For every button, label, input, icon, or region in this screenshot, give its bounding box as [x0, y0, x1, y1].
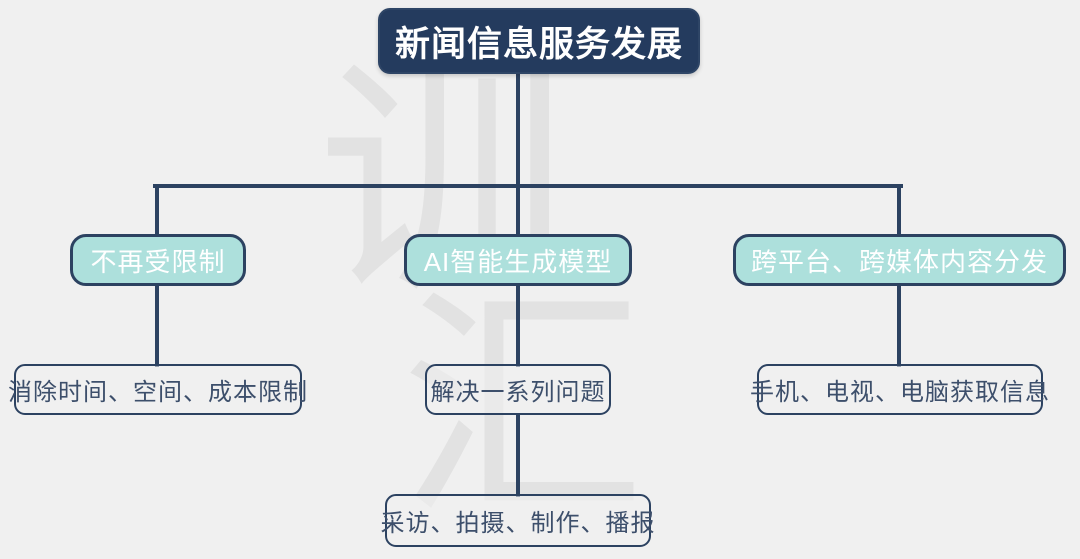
node-branch-2-label: AI智能生成模型: [423, 246, 613, 277]
node-leaf-2-1[interactable]: 解决一系列问题: [425, 364, 611, 415]
node-leaf-3-1[interactable]: 手机、电视、电脑获取信息: [750, 364, 1049, 415]
node-branch-3[interactable]: 跨平台、跨媒体内容分发: [733, 234, 1066, 286]
node-leaf-2-2[interactable]: 采访、拍摄、制作、播报: [381, 494, 655, 547]
node-root-label: 新闻信息服务发展: [394, 24, 683, 64]
node-branch-2[interactable]: AI智能生成模型: [404, 234, 632, 286]
node-leaf-3-1-label: 手机、电视、电脑获取信息: [750, 379, 1050, 406]
node-branch-1-label: 不再受限制: [90, 246, 226, 277]
node-leaf-2-1-label: 解决一系列问题: [430, 379, 606, 406]
node-root[interactable]: 新闻信息服务发展: [378, 8, 700, 74]
node-branch-1[interactable]: 不再受限制: [70, 234, 246, 286]
node-leaf-1-1-label: 消除时间、空间、成本限制: [8, 379, 308, 406]
node-branch-3-label: 跨平台、跨媒体内容分发: [750, 246, 1048, 277]
node-leaf-1-1[interactable]: 消除时间、空间、成本限制: [8, 364, 307, 415]
node-leaf-2-2-label: 采访、拍摄、制作、播报: [380, 510, 656, 537]
